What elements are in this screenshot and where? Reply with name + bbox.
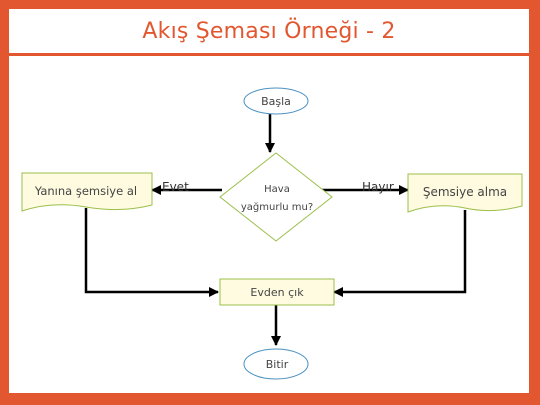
arrow-yes-to-exit — [84, 208, 219, 297]
no-branch-label: Hayır — [362, 180, 394, 194]
exit-label: Evden çık — [250, 286, 304, 299]
start-label: Başla — [261, 95, 291, 108]
start-node: Başla — [243, 87, 309, 115]
question-label-line2: yağmurlu mu? — [241, 201, 313, 213]
exit-node: Evden çık — [219, 278, 335, 306]
end-label: Bitir — [266, 358, 289, 371]
no-action-label: Şemsiye alma — [423, 185, 507, 199]
yes-action-node: Yanına şemsiye al — [21, 172, 153, 212]
yes-action-label: Yanına şemsiye al — [34, 184, 137, 198]
no-action-node: Şemsiye alma — [407, 173, 523, 213]
end-node: Bitir — [243, 348, 309, 380]
question-label-line1: Hava — [264, 184, 290, 195]
connectors — [84, 113, 467, 346]
slide-title: Akış Şeması Örneği - 2 — [142, 19, 396, 44]
decision-node: Hava yağmurlu mu? — [219, 152, 333, 242]
yes-branch-label: Evet — [162, 180, 189, 194]
arrow-no-to-exit — [333, 210, 467, 297]
title-bar: Akış Şeması Örneği - 2 — [9, 9, 529, 56]
